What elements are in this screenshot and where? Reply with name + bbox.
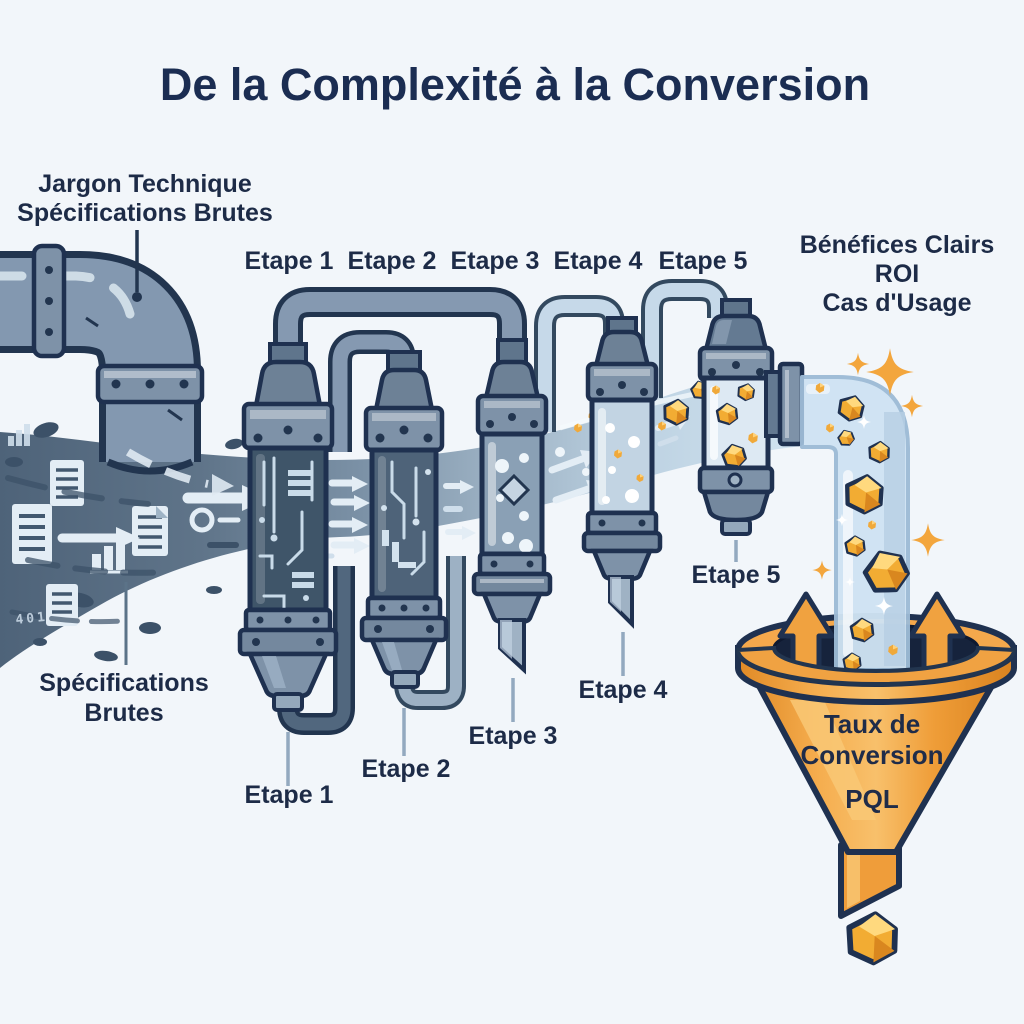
raw-specs-label-line1: Spécifications — [39, 669, 209, 697]
stage3-top-label: Etape 3 — [451, 247, 540, 275]
crystal-diamond — [497, 473, 531, 507]
leader-lines — [124, 230, 738, 786]
funnel-front-lip — [735, 645, 1017, 686]
filter-stage-2 — [359, 350, 449, 689]
raw-specs-label-line2: Brutes — [84, 699, 163, 727]
filter4-bubbles — [602, 423, 644, 504]
funnel-label-line3: PQL — [845, 784, 899, 814]
input-label-line2: Spécifications Brutes — [17, 199, 273, 227]
pipe-mouth — [106, 458, 194, 475]
funnel-highlight — [790, 700, 876, 820]
output-label-line2: ROI — [875, 260, 919, 288]
bottom-u-pipes — [277, 556, 466, 735]
input-pipe — [0, 243, 234, 496]
jargon-leader-dot — [132, 292, 142, 302]
stage3-bottom-label: Etape 3 — [469, 722, 558, 750]
output-label-line3: Cas d'Usage — [822, 289, 971, 317]
mini-bars-icon — [8, 424, 30, 446]
stage4-top-label: Etape 4 — [554, 247, 643, 275]
stream-documents — [12, 460, 168, 626]
output-label-line1: Bénéfices Clairs — [800, 231, 995, 259]
filter-stage-4 — [581, 316, 663, 629]
funnel-label-line2: Conversion — [800, 740, 943, 770]
filter3-bubbles — [495, 453, 533, 553]
target-icon — [189, 507, 241, 533]
filter-stage-1 — [237, 342, 339, 712]
stage1-top-label: Etape 1 — [245, 247, 334, 275]
page-title: De la Complexité à la Conversion — [160, 59, 870, 110]
stream-jargon-glyph: 401 — [15, 610, 49, 628]
pipe-crack-lines — [85, 316, 183, 422]
stage2-bottom-label: Etape 2 — [362, 755, 451, 783]
filter-stage-3 — [471, 338, 553, 675]
cascade-arrow — [125, 448, 209, 488]
funnel-label-line1: Taux de — [824, 709, 920, 739]
stage5-top-label: Etape 5 — [659, 247, 748, 275]
filter1-circuit-pattern — [258, 456, 314, 610]
stage1-bottom-label: Etape 1 — [245, 781, 334, 809]
input-pipe-highlight — [0, 271, 135, 319]
stage4-bottom-label: Etape 4 — [579, 676, 668, 704]
stage2-top-label: Etape 2 — [348, 247, 437, 275]
input-label-line1: Jargon Technique — [38, 170, 252, 198]
output-glass-pipe — [800, 375, 911, 672]
stage5-bottom-label: Etape 5 — [692, 561, 781, 589]
filter2-circuit-pattern — [381, 460, 431, 576]
